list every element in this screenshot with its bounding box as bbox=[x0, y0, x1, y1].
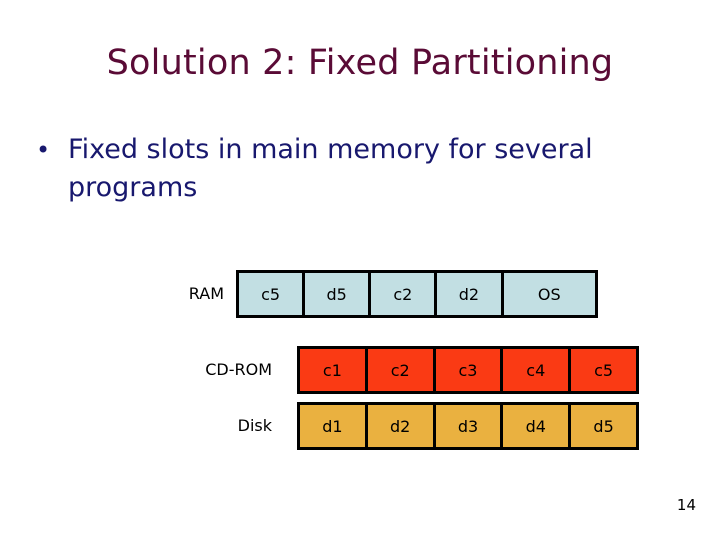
memory-cell: d2 bbox=[437, 273, 504, 315]
memory-cell: c5 bbox=[571, 349, 636, 391]
memory-cell-os: OS bbox=[503, 273, 596, 315]
page-number: 14 bbox=[676, 496, 696, 514]
memory-cell: c1 bbox=[300, 349, 368, 391]
memory-cell: d1 bbox=[300, 405, 368, 447]
list-item: • Fixed slots in main memory for several… bbox=[36, 131, 676, 207]
memory-cell: d5 bbox=[305, 273, 372, 315]
page-title: Solution 2: Fixed Partitioning bbox=[106, 43, 614, 83]
row-label-cdrom: CD-ROM bbox=[205, 360, 272, 379]
memory-cell: c3 bbox=[435, 349, 504, 391]
memory-cell: c4 bbox=[503, 349, 572, 391]
row-label-ram: RAM bbox=[188, 284, 224, 303]
memory-cell: d2 bbox=[367, 405, 436, 447]
bullet-dot-icon: • bbox=[36, 136, 51, 164]
cell-strip-cdrom: c1 c2 c3 c4 c5 bbox=[297, 346, 639, 394]
memory-cell: c5 bbox=[239, 273, 306, 315]
memory-cell: d4 bbox=[503, 405, 572, 447]
cell-strip-ram: c5 d5 c2 d2 OS bbox=[236, 270, 598, 318]
memory-cell: c2 bbox=[371, 273, 438, 315]
memory-cell: d3 bbox=[435, 405, 504, 447]
bullet-list: • Fixed slots in main memory for several… bbox=[36, 131, 676, 207]
cell-strip-disk: d1 d2 d3 d4 d5 bbox=[297, 402, 639, 450]
memory-cell: c2 bbox=[367, 349, 436, 391]
memory-cell: d5 bbox=[571, 405, 636, 447]
row-label-disk: Disk bbox=[237, 416, 272, 435]
bullet-item-text: Fixed slots in main memory for several p… bbox=[68, 134, 593, 203]
